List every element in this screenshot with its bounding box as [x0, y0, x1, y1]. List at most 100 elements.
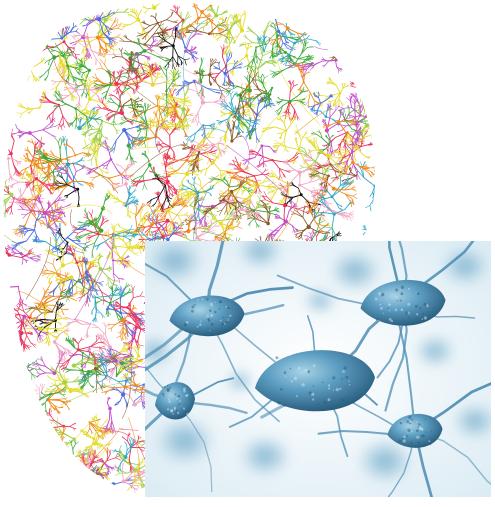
axon-stroke — [4, 54, 29, 61]
branch-neuron — [1, 11, 47, 28]
branch-neuron — [345, 40, 385, 81]
blurred-cell — [226, 370, 254, 392]
branch-neuron — [14, 91, 45, 118]
branch-neuron — [34, 468, 74, 499]
axon-stroke — [277, 59, 320, 125]
branch-neuron — [20, 435, 52, 475]
branch-neuron — [0, 33, 33, 68]
branch-neuron — [349, 3, 375, 41]
branch-neuron — [314, 77, 349, 106]
branch-neuron — [350, 80, 377, 110]
branch-neuron — [0, 390, 38, 425]
branch-neuron — [54, 173, 80, 207]
branch-neuron — [0, 157, 21, 182]
branch-neuron — [355, 59, 381, 82]
branch-neuron — [72, 210, 115, 240]
branch-neuron — [87, 465, 103, 494]
branch-neuron — [375, 163, 398, 196]
axon-stroke — [70, 209, 77, 227]
branch-neuron — [125, 186, 139, 208]
branch-neuron — [373, 7, 390, 34]
branch-neuron — [186, 78, 228, 126]
branch-neuron — [0, 358, 33, 390]
branch-neuron — [19, 453, 65, 484]
axon-stroke — [120, 429, 138, 431]
axon-stroke — [130, 144, 188, 177]
branch-neuron — [0, 279, 27, 307]
branch-neuron — [131, 176, 178, 199]
neuron-cells-photo — [145, 241, 491, 497]
branch-neuron — [0, 390, 39, 423]
branch-neuron — [45, 238, 81, 285]
blurred-cell — [415, 335, 455, 367]
branch-neuron — [361, 49, 391, 91]
branch-neuron — [143, 0, 168, 14]
neuron-photo-frame — [145, 241, 491, 497]
branch-neuron — [53, 328, 72, 363]
branch-neuron — [0, 416, 25, 450]
blurred-cell — [155, 417, 215, 465]
axon-stroke — [314, 46, 344, 50]
branch-neuron — [354, 162, 386, 212]
branch-neuron — [3, 429, 38, 463]
blurred-cell — [329, 250, 381, 292]
branch-neuron — [65, 317, 91, 338]
branch-neuron — [351, 26, 389, 59]
branch-neuron — [31, 422, 63, 442]
branch-neuron — [0, 442, 38, 461]
axon-stroke — [326, 34, 344, 60]
branch-neuron — [46, 385, 71, 414]
branch-neuron — [29, 27, 52, 44]
branch-neuron — [199, 142, 231, 182]
branch-neuron — [318, 18, 351, 46]
branch-neuron — [340, 161, 378, 178]
branch-neuron — [0, 407, 44, 430]
axon-stroke — [319, 0, 366, 46]
branch-neuron — [0, 59, 33, 100]
branch-neuron — [309, 0, 327, 33]
branch-neuron — [311, 155, 342, 180]
branch-neuron — [32, 351, 66, 378]
branch-neuron — [184, 28, 202, 63]
branch-neuron — [56, 471, 87, 507]
branch-neuron — [106, 190, 136, 218]
branch-neuron — [6, 245, 41, 265]
branch-neuron — [294, 62, 321, 108]
branch-neuron — [310, 8, 332, 40]
branch-neuron — [26, 479, 75, 499]
branch-neuron — [19, 4, 50, 39]
branch-neuron — [306, 187, 354, 221]
branch-neuron — [131, 151, 164, 190]
branch-neuron — [0, 26, 20, 53]
branch-neuron — [0, 314, 33, 347]
branch-neuron — [107, 118, 148, 154]
branch-neuron — [1, 446, 49, 474]
branch-neuron — [0, 59, 30, 82]
branch-neuron — [4, 415, 53, 448]
branch-neuron — [270, 40, 314, 78]
branch-neuron — [269, 202, 298, 240]
axon-stroke — [310, 0, 352, 25]
branch-neuron — [44, 459, 90, 506]
branch-neuron — [354, 70, 366, 110]
blurred-cell — [239, 435, 291, 477]
branch-neuron — [0, 0, 10, 26]
branch-neuron — [42, 11, 79, 42]
branch-neuron — [0, 432, 47, 463]
branch-neuron — [32, 433, 62, 472]
branch-neuron — [26, 25, 44, 49]
branch-neuron — [341, 16, 377, 66]
branch-neuron — [232, 1, 246, 44]
branch-neuron — [12, 117, 56, 148]
branch-neuron — [60, 447, 90, 486]
branch-neuron — [35, 13, 76, 29]
branch-neuron — [13, 473, 48, 507]
branch-neuron — [325, 20, 364, 61]
branch-neuron — [251, 0, 277, 8]
branch-neuron — [43, 0, 68, 41]
branch-neuron — [0, 402, 26, 429]
branch-neuron — [140, 203, 164, 237]
branch-neuron — [0, 23, 23, 53]
branch-neuron — [28, 384, 52, 433]
